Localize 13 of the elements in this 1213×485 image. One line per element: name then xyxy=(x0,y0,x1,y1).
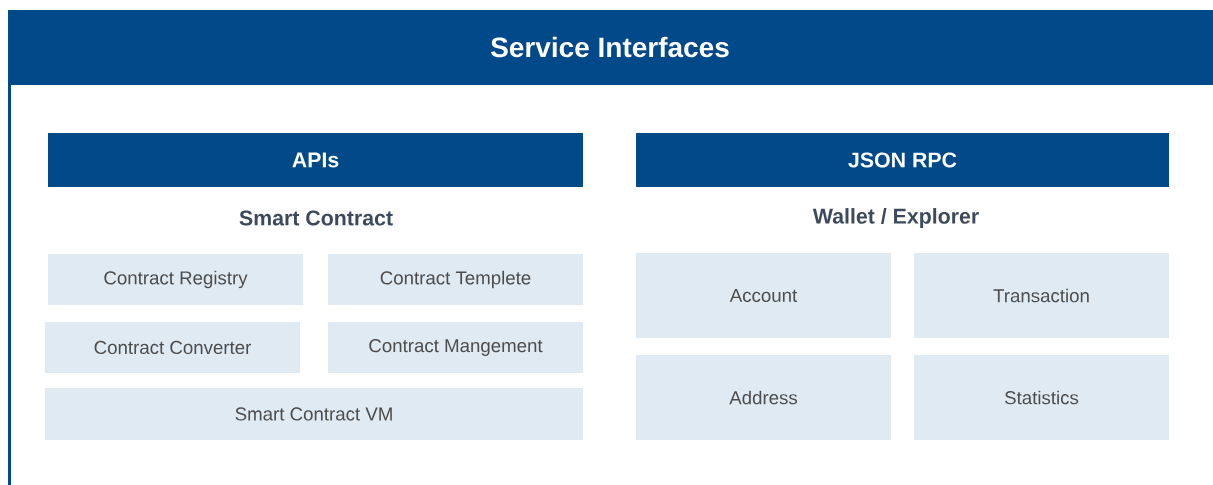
component-box: Account xyxy=(636,253,891,338)
component-box: Statistics xyxy=(914,355,1169,440)
section-heading: Smart Contract xyxy=(239,210,393,226)
component-box: Transaction xyxy=(914,253,1169,338)
component-box: Contract Registry xyxy=(48,254,303,305)
component-box: Contract Converter xyxy=(45,322,300,373)
component-box: Contract Templete xyxy=(328,254,583,305)
header-bar: JSON RPC xyxy=(636,133,1169,187)
component-box: Contract Mangement xyxy=(328,322,583,373)
section-heading: Wallet / Explorer xyxy=(812,208,979,228)
header-bar: APIs xyxy=(48,133,583,187)
component-box: Smart Contract VM xyxy=(45,388,583,440)
component-box: Address xyxy=(636,355,891,440)
